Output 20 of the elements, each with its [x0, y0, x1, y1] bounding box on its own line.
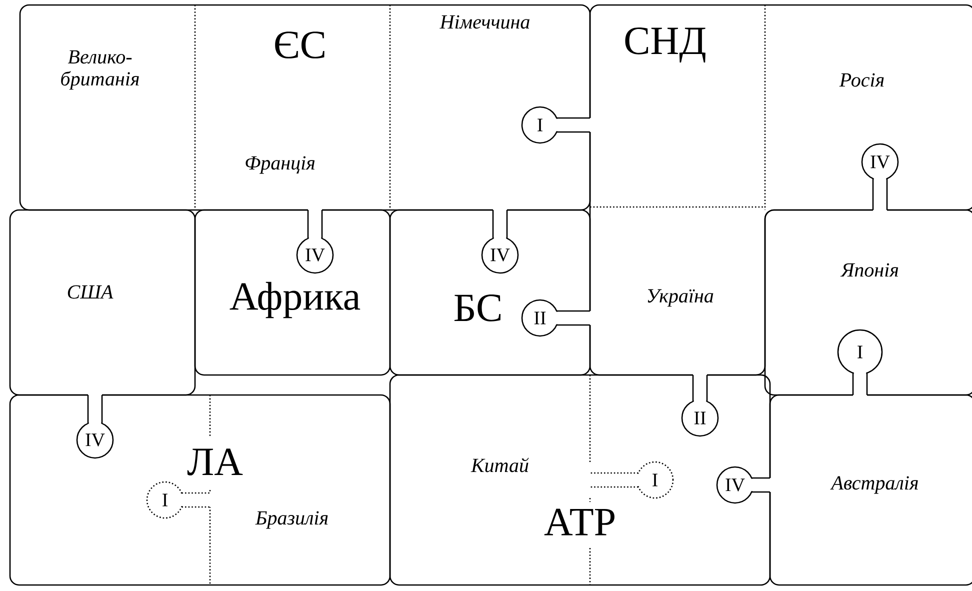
- tab-numeral: IV: [726, 478, 745, 492]
- puzzle-piece: США: [9, 209, 196, 396]
- tab-numeral: I: [538, 118, 542, 132]
- country-label: Німеччина: [440, 15, 530, 29]
- tab-numeral: IV: [870, 156, 890, 168]
- country-label: Росія: [839, 73, 884, 87]
- country-label: Китай: [470, 458, 529, 472]
- country-label: Україна: [648, 289, 714, 307]
- tab-numeral: I: [162, 494, 168, 506]
- country-label: Франція: [246, 156, 315, 174]
- puzzle-piece: Австралія: [769, 394, 972, 586]
- tab-numeral: I: [858, 346, 862, 358]
- tab-numeral: II: [534, 312, 546, 324]
- country-label: Бразилія: [255, 511, 328, 529]
- tab-numeral: IV: [306, 248, 325, 262]
- country-label: Велико-британія: [61, 50, 139, 90]
- tab-numeral: II: [694, 412, 706, 424]
- tab-numeral: IV: [86, 434, 105, 446]
- tab-numeral: IV: [490, 248, 510, 262]
- tab-numeral: I: [652, 474, 658, 486]
